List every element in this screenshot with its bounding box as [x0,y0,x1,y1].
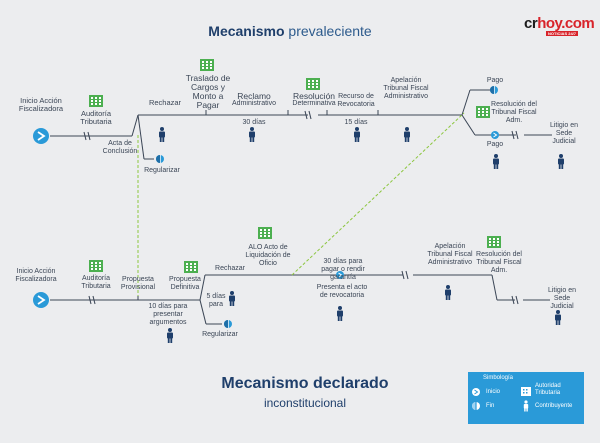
top-title-light: prevaleciente [288,23,372,39]
person-icon-argumentos [167,328,173,343]
label-litigio-top: Litigio en Sede Judicial [549,122,579,145]
crhoy-logo[interactable]: crhoy.com [524,15,595,32]
start-icon-pago-bottom [490,130,500,140]
label-apelacion-top: Apelación Tribunal Fiscal Administrativo [383,77,429,100]
label-acta: Acta de Conclusión [102,140,138,155]
label-resolucion: Resolución [292,91,336,101]
label-rechazar-top: Rechazar [148,98,182,107]
person-icon-litigio-bottom [555,310,561,325]
logo-accent: hoy.com [537,15,595,32]
label-10dias: 10 días para presentar argumentos [148,303,188,326]
label-auditoria-top: Auditoría Tributaria [80,109,112,126]
bottom-title: Mecanismo declarado [221,375,389,392]
label-presenta: Presenta el acto de revocatoria [316,284,368,299]
top-title-bold: Mecanismo [208,23,285,39]
legend-person-icon [523,400,529,412]
legend-icons [472,387,531,412]
label-resolucion-sub: Determinativa [292,100,336,107]
start-icon-top [32,127,50,145]
logo-main: cr [524,15,538,32]
building-icon-resolucion [306,78,320,90]
label-pago-1: Pago [486,77,504,84]
building-icon-traslado [200,59,214,71]
legend-box: Simbología Inicio Fin Autoridad Tributar… [468,372,584,424]
label-pago-2: Pago [486,141,504,148]
label-auditoria-bottom: Auditoría Tributaria [81,275,111,290]
building-icon-auditoria-bottom [89,260,103,272]
label-30dias-top: 30 días [242,119,266,126]
legend-building-icon [521,387,531,396]
label-recurso: Recurso de Revocatoria [337,93,375,108]
person-icon-presenta [337,306,343,321]
end-icon-regularizar-bottom [224,320,232,328]
label-litigio-bottom: Litigio en Sede Judicial [547,287,577,310]
legend-contribuyente: Contribuyente [535,403,573,409]
label-reclamo: Reclamo [237,91,271,101]
person-icon-recurso [354,127,360,142]
label-alo: ALO Acto de Liquidación de Oficio [245,244,291,267]
legend-title: Simbología [482,375,514,381]
end-icon-pago-top [490,86,498,94]
logo-tagline: NOTICIAS 24/7 [546,31,579,36]
label-traslado: Traslado de Cargos y Monto a Pagar [185,73,231,110]
person-icon-rechazar-top [159,127,165,142]
building-icon-resol-tribunal-bottom [487,236,501,248]
person-icon-pago [493,154,499,169]
label-regularizar-bottom: Regularizar [202,331,238,338]
end-icon-regularizar-top [156,155,164,163]
label-resol-tribunal-bottom: Resolución del Tribunal Fiscal Adm. [476,251,522,274]
building-icon-alo [258,227,272,239]
person-icon-reclamo [249,127,255,142]
label-5dias: 5 días para [206,293,226,308]
label-apelacion-bottom: Apelación Tribunal Fiscal Administrativo [427,243,473,266]
label-resol-tribunal-top: Resolución del Tribunal Fiscal Adm. [491,101,537,124]
top-title: Mecanismo prevaleciente [0,23,580,39]
building-icon-auditoria-top [89,95,103,107]
building-icon-resol-tribunal-top [476,106,490,118]
label-propuesta-def: Propuesta Definitiva [169,276,201,291]
label-reclamo-sub: Administrativo [232,100,276,107]
label-inicio-top: Inicio Acción Fiscalizadora [18,96,64,113]
legend-inicio: Inicio [486,389,501,395]
person-icon-litigio-top [558,154,564,169]
person-icon-apelacion-bottom [445,285,451,300]
label-30dias-bottom: 30 días para pagar o rendir garantía [321,258,365,281]
label-regularizar-top: Regularizar [144,167,180,174]
person-icon-apelacion-top [404,127,410,142]
label-rechazar-bottom: Rechazar [215,265,245,272]
legend-fin: Fin [486,403,495,409]
bottom-subtitle: inconstitucional [263,396,347,410]
building-icon-propuesta-def [184,261,198,273]
label-15dias: 15 días [344,119,368,126]
legend-start-icon [472,388,480,396]
label-inicio-bottom: Inicio Acción Fiscalizadora [15,268,57,283]
legend-autoridad: Autoridad Tributaria [535,383,561,396]
label-propuesta-prov: Propuesta Provisional [120,276,156,291]
legend-end-icon [472,402,480,410]
person-icon-5dias [229,291,235,306]
start-icon-bottom [32,291,50,309]
